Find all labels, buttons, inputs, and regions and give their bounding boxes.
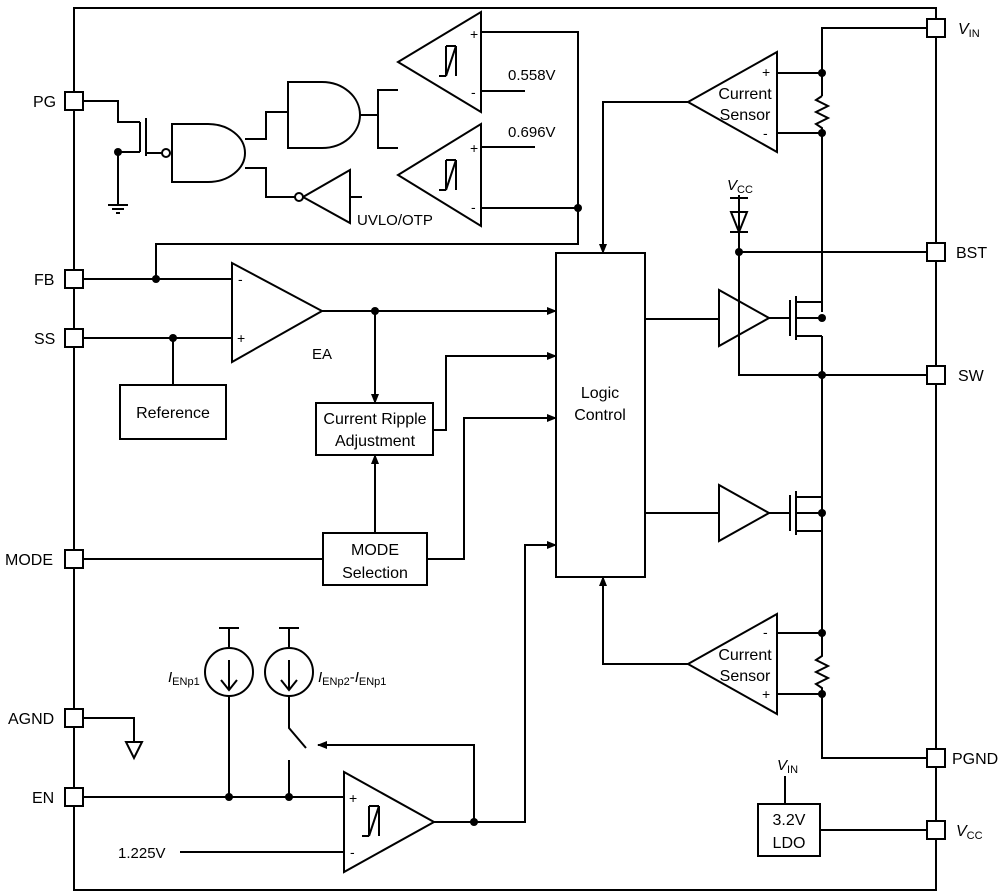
pin-sw: [926, 365, 946, 385]
current-sensor-bottom-label-1: Current: [718, 647, 772, 664]
uvlo-inverter: [300, 168, 351, 225]
pin-agnd: [64, 708, 84, 728]
pin-label-vin: VIN: [958, 21, 980, 40]
en-comp-plus: +: [349, 790, 357, 806]
chip-outline: [73, 7, 937, 891]
reference-block: [119, 384, 227, 440]
pin-en: [64, 787, 84, 807]
ldo-label-1: 3.2V: [773, 812, 806, 829]
en-comp-minus: -: [350, 844, 355, 860]
pin-vin: [926, 18, 946, 38]
logic-control-label-2: Control: [574, 407, 626, 424]
pin-label-ss: SS: [34, 331, 55, 348]
comparator-558: [396, 10, 482, 114]
error-amplifier: [231, 261, 325, 364]
uvlo-otp-label: UVLO/OTP: [357, 212, 433, 229]
ea-label: EA: [312, 346, 332, 363]
nand-gate: [171, 123, 246, 183]
reference-label: Reference: [136, 405, 210, 422]
pin-label-agnd: AGND: [8, 711, 54, 728]
threshold-558-label: 0.558V: [508, 67, 556, 84]
low-side-driver: [718, 483, 772, 543]
current-sensor-bottom-label-2: Sensor: [720, 668, 771, 685]
pin-label-pgnd: PGND: [952, 751, 998, 768]
pin-pgnd: [926, 748, 946, 768]
comp558-plus: +: [470, 26, 478, 42]
ea-minus: -: [238, 271, 243, 287]
ref-1225-label: 1.225V: [118, 845, 166, 862]
logic-control-label-1: Logic: [581, 385, 619, 402]
pin-label-mode: MODE: [5, 552, 53, 569]
current-sensor-top: [685, 50, 778, 154]
pin-ss: [64, 328, 84, 348]
cs-top-plus: +: [762, 64, 770, 80]
pin-pg: [64, 91, 84, 111]
current-sensor-top-label-1: Current: [718, 86, 772, 103]
pin-mode: [64, 549, 84, 569]
mode-selection-label-1: MODE: [351, 542, 399, 559]
cs-bot-minus: -: [763, 624, 768, 640]
high-side-driver: [718, 288, 772, 348]
en-comparator: [343, 770, 437, 874]
pin-vcc: [926, 820, 946, 840]
pin-label-sw: SW: [958, 368, 985, 385]
pin-label-vcc: VCC: [956, 823, 983, 842]
comp696-plus: +: [470, 140, 478, 156]
pin-label-bst: BST: [956, 245, 987, 262]
current-sensor-top-label-2: Sensor: [720, 107, 771, 124]
and-gate: [287, 81, 361, 149]
current-ripple-label-1: Current Ripple: [323, 411, 426, 428]
vcc-diode-label: VCC: [727, 177, 753, 196]
ienp2-label: IENp2-IENp1: [318, 669, 386, 688]
pin-label-pg: PG: [33, 94, 56, 111]
pin-label-fb: FB: [34, 272, 54, 289]
ea-plus: +: [237, 330, 245, 346]
threshold-696-label: 0.696V: [508, 124, 556, 141]
comparator-696: [396, 122, 482, 228]
current-ripple-label-2: Adjustment: [335, 433, 416, 450]
pin-label-en: EN: [32, 790, 54, 807]
comp696-minus: -: [471, 199, 476, 215]
ldo-label-2: LDO: [773, 835, 806, 852]
mode-selection-label-2: Selection: [342, 565, 408, 582]
pin-bst: [926, 242, 946, 262]
current-sensor-bottom: [685, 612, 778, 716]
comp558-minus: -: [471, 84, 476, 100]
cs-bot-plus: +: [762, 686, 770, 702]
pin-fb: [64, 269, 84, 289]
ienp1-label: IENp1: [168, 669, 200, 688]
ldo-vin-label: VIN: [777, 757, 798, 776]
cs-top-minus: -: [763, 125, 768, 141]
